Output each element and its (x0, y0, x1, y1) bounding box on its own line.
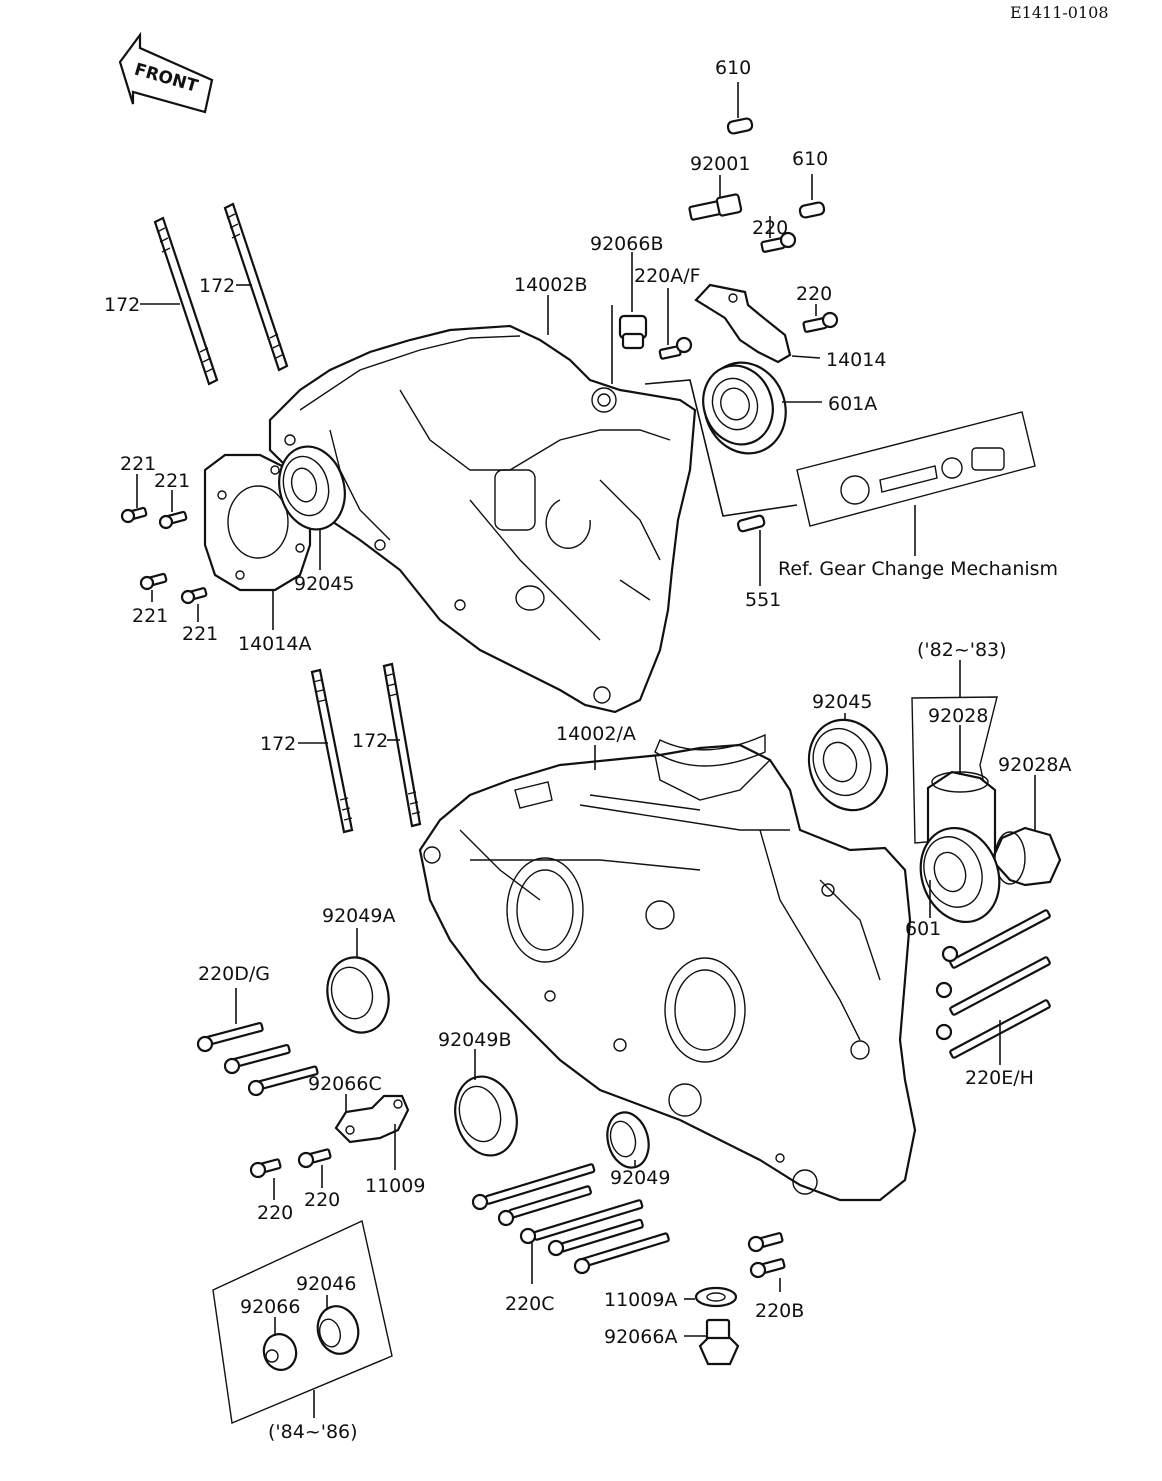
label-220AF: 220A/F (634, 265, 701, 287)
label-551: 551 (745, 589, 781, 611)
bolt-220-d (297, 1148, 332, 1169)
screw-221-d (180, 587, 208, 605)
label-172-d: 172 (352, 730, 388, 752)
front-arrow-icon: FRONT (118, 31, 214, 114)
label-220C: 220C (505, 1293, 555, 1315)
stud-172-d (382, 662, 422, 828)
label-221-a: 221 (120, 453, 156, 475)
label-92066B: 92066B (590, 233, 663, 255)
washer-11009A (694, 1286, 738, 1308)
box-84-86 (212, 1219, 393, 1424)
label-220-a: 220 (752, 217, 788, 239)
label-14014A: 14014A (238, 633, 311, 655)
label-92066C: 92066C (308, 1073, 382, 1095)
label-221-b: 221 (154, 470, 190, 492)
label-14014: 14014 (826, 349, 886, 371)
label-92001: 92001 (690, 153, 750, 175)
bearing-92045-upper (278, 445, 346, 531)
label-172-c: 172 (260, 733, 296, 755)
screw-221-a (120, 506, 148, 524)
label-610-right: 610 (792, 148, 828, 170)
label-220B: 220B (755, 1300, 804, 1322)
bolts-220B (747, 1232, 786, 1279)
crankcase-left-14002A (418, 733, 917, 1202)
label-92049B: 92049B (438, 1029, 511, 1051)
label-92045-upper: 92045 (294, 573, 354, 595)
label-221-c: 221 (132, 605, 168, 627)
label-years-84-86: ('84~'86) (268, 1421, 358, 1443)
label-172-b: 172 (199, 275, 235, 297)
label-601: 601 (905, 918, 941, 940)
label-92028: 92028 (928, 705, 988, 727)
label-92066A: 92066A (604, 1326, 677, 1348)
label-601A: 601A (828, 393, 877, 415)
label-14002A: 14002/A (556, 723, 636, 745)
screw-221-c (139, 572, 168, 591)
label-220-c: 220 (257, 1202, 293, 1224)
oil-seal-92049B (454, 1075, 518, 1157)
label-years-82-83: ('82~'83) (917, 639, 1007, 661)
label-221-d: 221 (182, 623, 218, 645)
label-220EH: 220E/H (965, 1067, 1034, 1089)
page-code: E1411-0108 (1010, 3, 1109, 22)
label-11009A: 11009A (604, 1289, 677, 1311)
label-92028A: 92028A (998, 754, 1071, 776)
label-220-d: 220 (304, 1189, 340, 1211)
label-ref-gear-change: Ref. Gear Change Mechanism (778, 558, 1058, 580)
bolt-220-b (802, 311, 839, 333)
screw-221-b (158, 510, 188, 530)
bolt-220-c (249, 1158, 282, 1179)
label-14002B: 14002B (514, 274, 587, 296)
label-92045-lower: 92045 (812, 691, 872, 713)
oil-seal-92049A (326, 956, 390, 1034)
label-92046: 92046 (296, 1273, 356, 1295)
bolt-220AF (658, 336, 693, 360)
pin-610-top (726, 117, 754, 135)
bearing-92045-lower (807, 718, 889, 812)
oil-seal-92049 (606, 1111, 650, 1169)
plate-92066C (334, 1094, 410, 1144)
gear-change-ref-box (796, 411, 1036, 527)
label-92049: 92049 (610, 1167, 670, 1189)
label-92049A: 92049A (322, 905, 395, 927)
bolt-220-a (760, 231, 797, 253)
bolts-220EH (935, 909, 1051, 1059)
label-11009: 11009 (365, 1175, 425, 1197)
label-220DG: 220D/G (198, 963, 270, 985)
stud-172-b (223, 202, 289, 372)
bolts-220C (471, 1163, 670, 1275)
label-610-top: 610 (715, 57, 751, 79)
pin-551 (736, 514, 766, 533)
label-220-b: 220 (796, 283, 832, 305)
plug-92066B (618, 314, 648, 350)
plug-92066A (698, 1318, 740, 1366)
bolt-92001 (688, 193, 743, 221)
stud-172-a (153, 216, 219, 386)
stopper-14014 (694, 283, 792, 364)
crankcase-right-14002B (268, 324, 697, 714)
pin-610-right (798, 201, 826, 219)
stud-172-c (310, 668, 354, 834)
bolts-220DG (196, 1021, 319, 1097)
label-92066: 92066 (240, 1296, 300, 1318)
bearing-601A (702, 361, 787, 455)
label-172-a: 172 (104, 294, 140, 316)
collar-92028A (990, 826, 1062, 887)
bearing-601 (919, 826, 1001, 924)
